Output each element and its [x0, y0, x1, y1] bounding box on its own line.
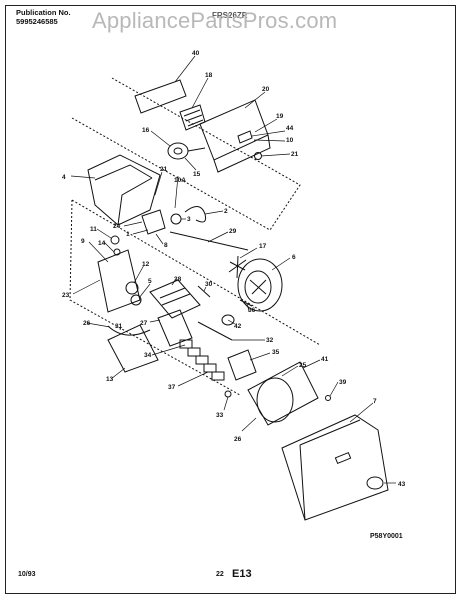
part-6-auger — [237, 258, 283, 312]
part-5-bushing — [130, 294, 142, 306]
callout: 11 — [90, 226, 97, 233]
callout: 43 — [398, 481, 406, 488]
callout: 3 — [187, 216, 191, 223]
part-33-screw — [224, 390, 232, 398]
part-3-gear — [170, 213, 182, 225]
part-23-plate — [97, 249, 141, 313]
callout: 41 — [321, 356, 329, 363]
callout: 4 — [62, 174, 66, 181]
callout: 7 — [373, 398, 377, 405]
callout: 32 — [266, 337, 274, 344]
callout: 18 — [205, 72, 213, 79]
part-7-dispenser — [281, 414, 389, 521]
part-17-impeller — [228, 255, 247, 279]
part-30-screw — [197, 285, 211, 298]
callout: 42 — [234, 323, 242, 330]
part-29-rod — [169, 231, 249, 251]
part-13-shield — [107, 324, 159, 373]
callout: 26 — [83, 320, 91, 327]
watermark: AppliancePartsPros.com — [92, 8, 338, 33]
publication-number: 5995246585 — [16, 17, 58, 26]
part-24-bracket — [141, 209, 166, 235]
callout: 9 — [81, 238, 85, 245]
callout: 13 — [106, 376, 114, 383]
upper-group-boundary — [71, 77, 301, 231]
part-38-housing — [149, 279, 201, 319]
callout: 23 — [62, 292, 70, 299]
callout: 38 — [174, 276, 182, 283]
callout: 10A — [174, 177, 186, 184]
revision-date: 10/93 — [18, 571, 36, 578]
callout: 6 — [292, 254, 296, 261]
part-12-ring — [125, 281, 139, 295]
part-16-motor — [167, 142, 189, 160]
section-code: E13 — [232, 568, 252, 580]
callout: 40 — [192, 50, 200, 57]
callout: 26 — [234, 436, 242, 443]
part-31-cradle — [107, 325, 151, 336]
callout: 44 — [286, 125, 294, 132]
part-32-link — [197, 321, 233, 341]
callout: 8 — [164, 242, 168, 249]
callout: 19 — [276, 113, 284, 120]
callout: 29 — [229, 228, 237, 235]
part-25-door — [247, 361, 319, 426]
callout: 27 — [140, 320, 148, 327]
part-42-cap — [221, 314, 235, 326]
drawing-code: P58Y0001 — [370, 533, 403, 540]
part-34-relay-stack — [179, 339, 225, 381]
callout: 21 — [160, 166, 168, 173]
callout: 5 — [148, 278, 152, 285]
page-border — [5, 5, 456, 594]
callout: 1 — [126, 231, 130, 238]
part-36-clip — [239, 299, 253, 307]
callout: 21 — [291, 151, 299, 158]
callout: 17 — [259, 243, 267, 250]
part-4-container — [87, 154, 161, 226]
lower-group-boundary — [69, 199, 321, 396]
page-number: 22 — [216, 571, 224, 578]
callout: 34 — [144, 352, 152, 359]
callout: 39 — [339, 379, 347, 386]
callout: 10 — [286, 137, 294, 144]
callout: 2 — [224, 208, 228, 215]
callout: 37 — [168, 384, 176, 391]
part-43-knob — [366, 476, 384, 490]
model-number: FRS26ZR — [212, 11, 248, 20]
part-19-clip — [237, 130, 253, 144]
part-27-bracket — [157, 309, 193, 347]
part-11-washer — [110, 235, 120, 245]
part-35-block — [227, 349, 257, 381]
callout: 15 — [193, 171, 201, 178]
callout: 12 — [142, 261, 150, 268]
callout: 14 — [98, 240, 106, 247]
publication-label: Publication No. — [16, 8, 71, 17]
callout: 36 — [248, 307, 256, 314]
part-40-plate — [134, 79, 187, 114]
callout: 35 — [272, 349, 280, 356]
callout: 31 — [115, 323, 123, 330]
part-39-screw — [325, 395, 331, 401]
callout: 20 — [262, 86, 270, 93]
callout: 25 — [299, 362, 307, 369]
callout: 16 — [142, 127, 150, 134]
callout: 30 — [205, 281, 213, 288]
callout: 24 — [113, 223, 121, 230]
callout: 33 — [216, 412, 224, 419]
